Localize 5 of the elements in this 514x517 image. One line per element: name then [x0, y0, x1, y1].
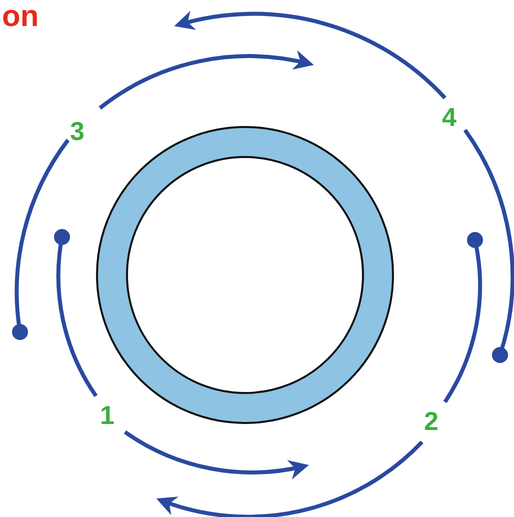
callout-number: 2: [424, 408, 438, 434]
title-text: on: [2, 2, 39, 32]
callout-number: 4: [442, 104, 456, 130]
callout-number: 3: [70, 118, 84, 144]
callout-number: 1: [100, 402, 114, 428]
